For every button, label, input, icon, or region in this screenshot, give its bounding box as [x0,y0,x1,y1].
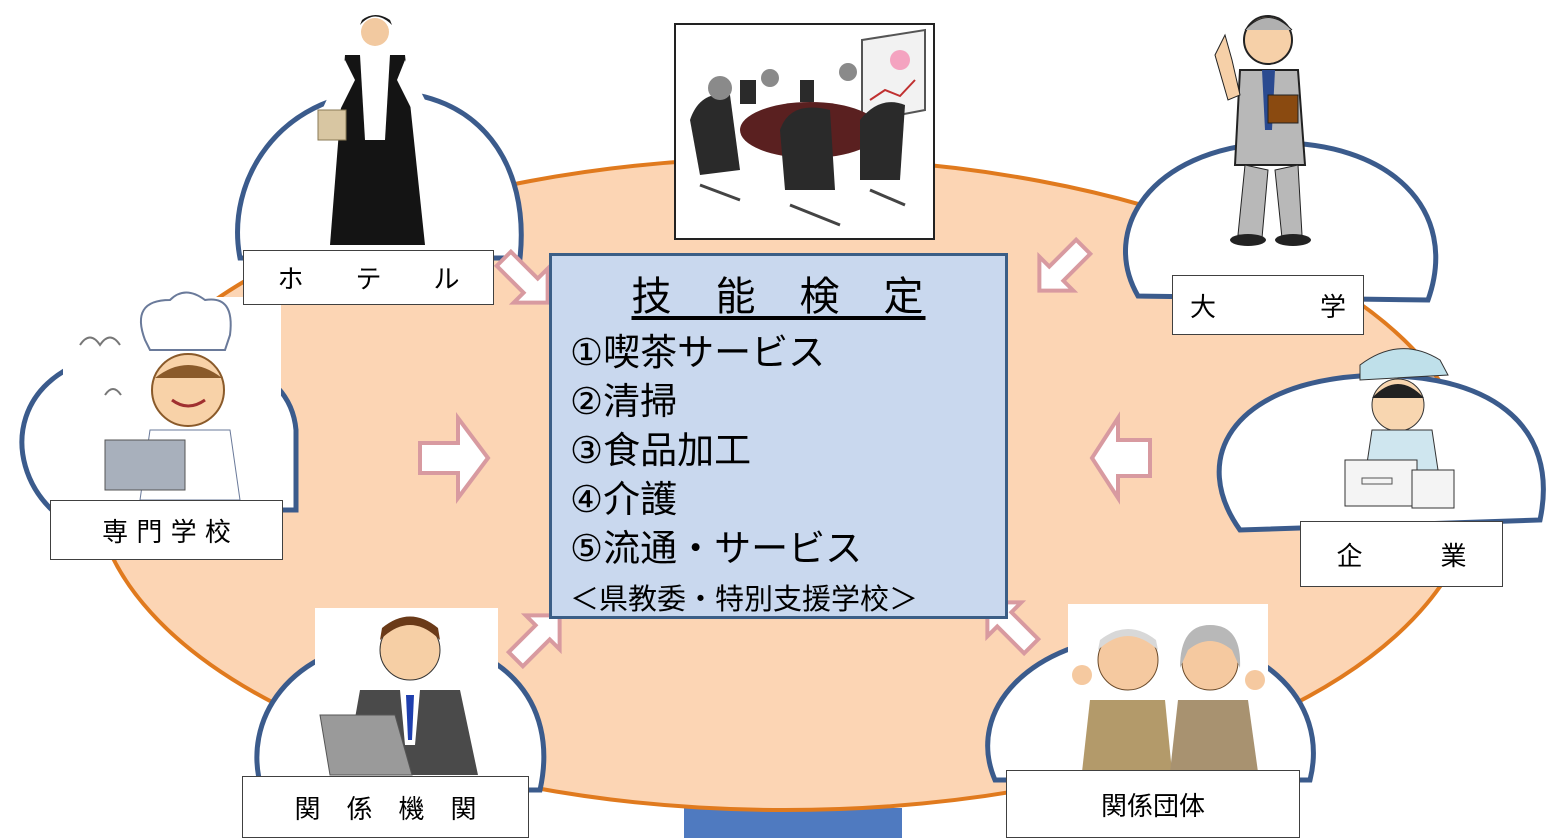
chef-icon [63,291,281,507]
skill-item: ①喫茶サービス [570,331,826,374]
arrow-left [1089,411,1152,505]
organizer-note: ＜県教委・特別支援学校＞ [570,582,919,616]
skill-item: ③食品加工 [570,429,752,472]
label-company: 企 業 [1300,521,1503,587]
meeting-room-icon [674,23,935,240]
label-related-groups: 関係団体 [1006,770,1300,838]
skills-test-title: 技 能 検 定 [631,274,926,320]
skill-item: ②清掃 [570,380,678,423]
bottom-tab [684,808,902,838]
arrow-from-agencies [505,613,562,670]
label-related-agencies: 関 係 機 関 [242,776,529,838]
arrow-right [418,412,491,504]
label-hotel: ホ テ ル [243,250,494,305]
elderly-couple-icon [1068,604,1268,772]
professor-icon [1214,15,1311,246]
skill-item: ⑤流通・サービス [570,527,863,570]
worker-boxes-icon [1344,348,1455,509]
label-vocational-school: 専 門 学 校 [50,500,283,560]
label-university: 大 学 [1172,275,1364,335]
waiter-icon [317,15,430,245]
arrow-from-hotel [493,248,550,305]
arrow-from-university [1037,236,1094,293]
skills-test-box: 技 能 検 定 ①喫茶サービス ②清掃 ③食品加工 ④介護 ⑤流通・サービス ＜… [549,253,1008,619]
skill-item: ④介護 [570,478,678,521]
businessman-laptop-icon [315,608,498,778]
